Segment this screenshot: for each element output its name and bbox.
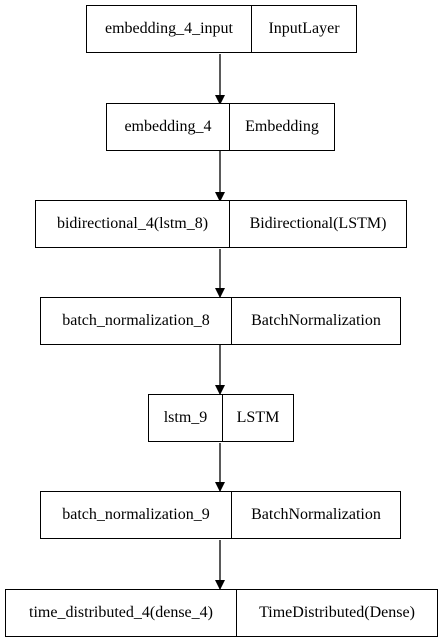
layer-node-lstm-9: lstm_9 LSTM: [148, 394, 294, 442]
layer-name: embedding_4_input: [87, 6, 252, 52]
layer-type: TimeDistributed(Dense): [259, 604, 415, 621]
layer-name: bidirectional_4(lstm_8): [36, 201, 230, 247]
layer-name: embedding_4: [107, 104, 230, 150]
layer-type: InputLayer: [268, 20, 340, 37]
layer-name: batch_normalization_8: [41, 298, 232, 344]
layer-node-batch-normalization-9: batch_normalization_9 BatchNormalization: [40, 491, 401, 539]
layer-name: time_distributed_4(dense_4): [6, 590, 237, 636]
layer-node-embedding-4: embedding_4 Embedding: [106, 103, 335, 151]
layer-node-time-distributed-4: time_distributed_4(dense_4) TimeDistribu…: [5, 589, 438, 637]
layer-type: Bidirectional(LSTM): [249, 215, 387, 232]
layer-name: lstm_9: [149, 395, 223, 441]
layer-type: BatchNormalization: [251, 312, 381, 329]
layer-type: BatchNormalization: [251, 506, 381, 523]
layer-name: batch_normalization_9: [41, 492, 232, 538]
layer-node-embedding-4-input: embedding_4_input InputLayer: [86, 5, 357, 53]
layer-type: LSTM: [236, 409, 280, 426]
layer-type: Embedding: [245, 118, 319, 135]
layer-node-bidirectional-4: bidirectional_4(lstm_8) Bidirectional(LS…: [35, 200, 407, 248]
layer-node-batch-normalization-8: batch_normalization_8 BatchNormalization: [40, 297, 401, 345]
